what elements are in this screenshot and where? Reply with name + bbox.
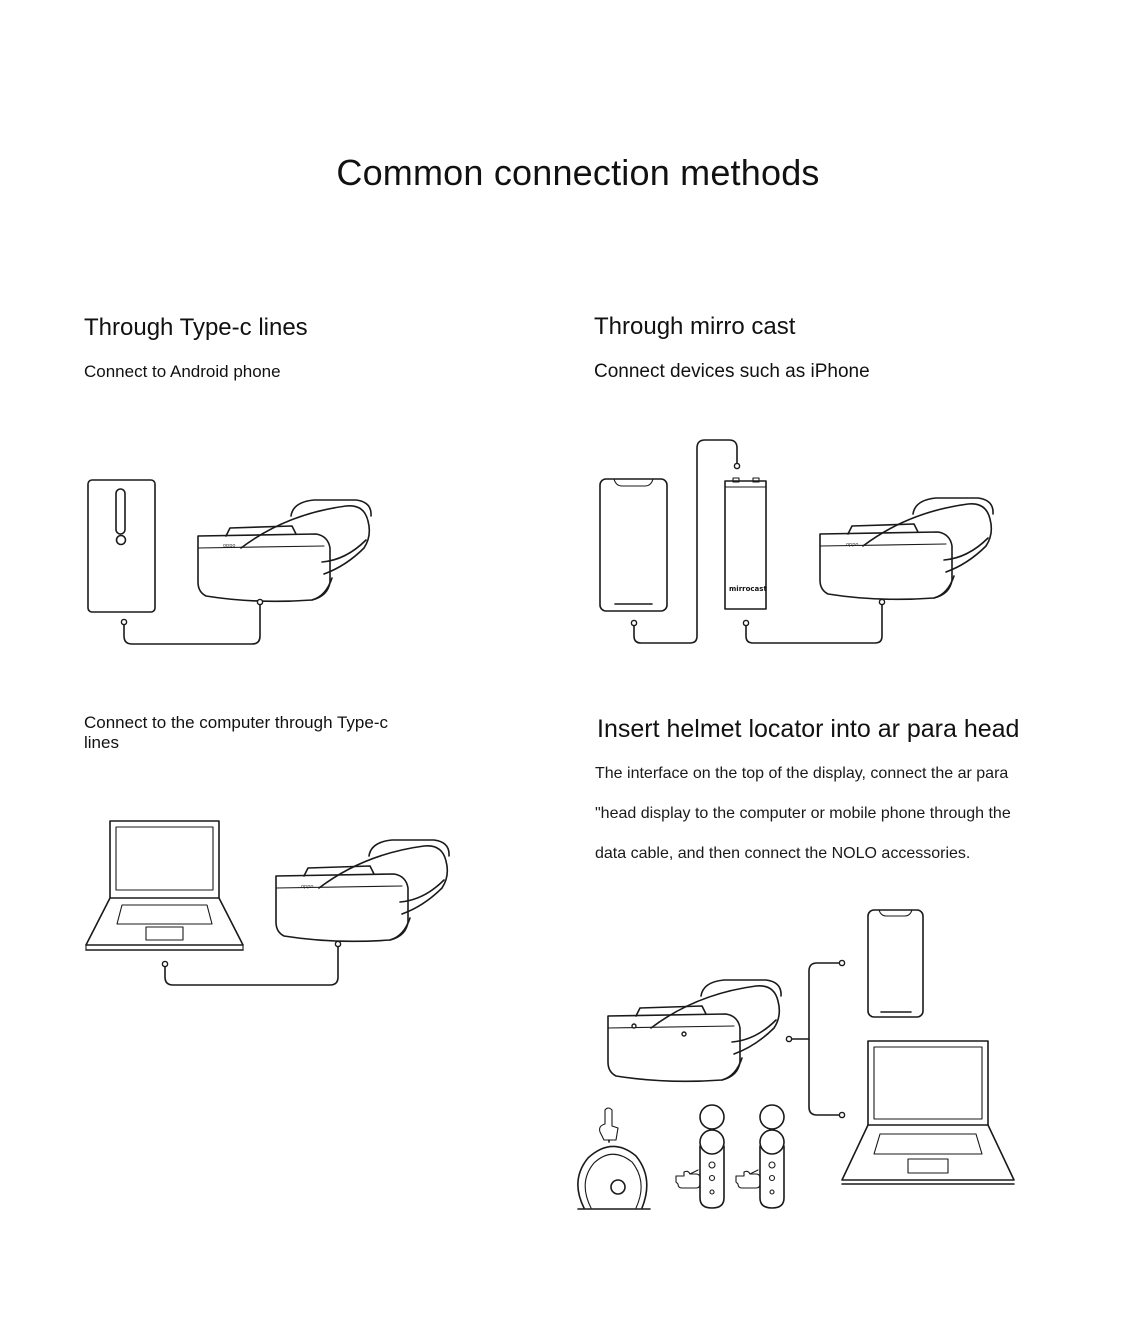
section-subtitle-computer-line2: lines — [84, 733, 119, 752]
pointing-hand-icon — [675, 1169, 701, 1189]
type-c-cable — [120, 598, 264, 645]
section-heading-type-c: Through Type-c lines — [84, 314, 308, 341]
svg-text:oppo: oppo — [846, 542, 858, 548]
laptop-icon — [841, 1040, 1015, 1185]
laptop-icon — [85, 820, 244, 951]
controller-icon — [759, 1104, 785, 1209]
section-subtitle-iphone: Connect devices such as iPhone — [594, 361, 870, 382]
page-title: Common connection methods — [336, 152, 820, 193]
ar-headset-icon — [607, 979, 782, 1083]
controller-icon — [699, 1104, 725, 1209]
iphone-icon — [867, 909, 924, 1018]
section-heading-mirrocast: Through mirro cast — [594, 313, 796, 340]
ar-headset-icon: oppo — [819, 497, 994, 601]
iphone-icon — [599, 478, 668, 612]
section-subtitle-android: Connect to Android phone — [84, 362, 281, 381]
section-subtitle-computer-line1: Connect to the computer through Type-c — [84, 713, 388, 732]
section-heading-locator: Insert helmet locator into ar para head — [597, 715, 1020, 743]
type-c-cable — [161, 940, 342, 986]
locator-paragraph-line2: "head display to the computer or mobile … — [595, 805, 1011, 822]
mirrocast-adapter-icon: mirrocast — [724, 477, 767, 610]
svg-text:oppo: oppo — [301, 884, 313, 890]
pointing-hand-icon — [735, 1169, 761, 1189]
base-station-icon — [577, 1145, 651, 1210]
ar-headset-icon: oppo — [197, 499, 372, 603]
android-phone-icon — [87, 479, 156, 613]
ar-headset-icon: oppo — [275, 839, 450, 943]
svg-text:oppo: oppo — [223, 543, 235, 549]
locator-cables — [785, 959, 846, 1119]
svg-text:mirrocast: mirrocast — [729, 585, 767, 593]
locator-paragraph-line3: data cable, and then connect the NOLO ac… — [595, 845, 971, 862]
locator-paragraph-line1: The interface on the top of the display,… — [595, 765, 1009, 782]
mirrocast-cables — [630, 439, 886, 644]
pointing-hand-icon — [599, 1107, 619, 1143]
